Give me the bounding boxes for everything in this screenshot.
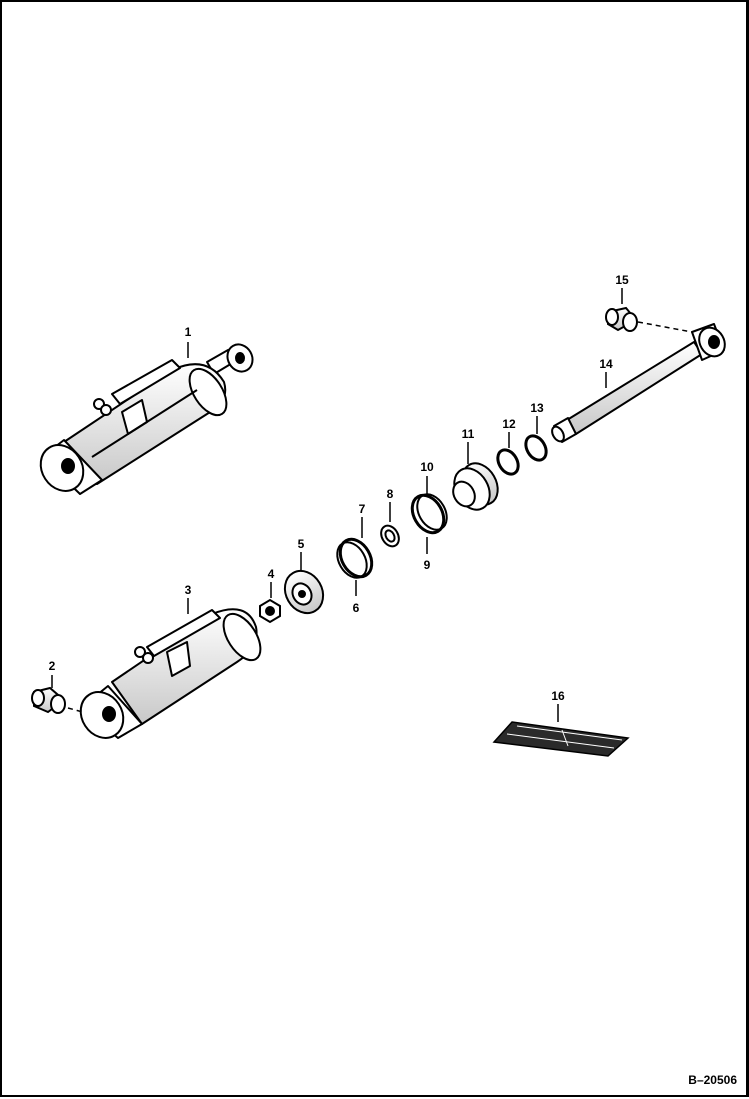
barrel-icon bbox=[79, 608, 262, 739]
callout-14: 14 bbox=[599, 357, 613, 371]
ring-icon bbox=[496, 434, 548, 476]
seal-kit-icon bbox=[492, 721, 630, 757]
callout-13: 13 bbox=[530, 401, 544, 415]
callout-10: 10 bbox=[420, 460, 434, 474]
seal-ring-icon bbox=[336, 537, 374, 579]
dashed-leader bbox=[637, 321, 693, 333]
callout-4: 4 bbox=[268, 567, 275, 581]
rod-icon bbox=[551, 323, 726, 443]
figure-number: B–20506 bbox=[688, 1073, 737, 1087]
callout-1: 1 bbox=[185, 325, 192, 339]
callout-12: 12 bbox=[502, 417, 516, 431]
bushing-icon bbox=[605, 306, 638, 332]
cylinder-assembly-icon bbox=[39, 343, 254, 495]
bushing-icon bbox=[31, 686, 66, 714]
callout-16: 16 bbox=[551, 689, 565, 703]
callout-9: 9 bbox=[424, 558, 431, 572]
small-seal-icon bbox=[380, 524, 400, 548]
callout-3: 3 bbox=[185, 583, 192, 597]
callout-5: 5 bbox=[298, 537, 305, 551]
wear-ring-icon bbox=[410, 493, 448, 535]
piston-icon bbox=[283, 569, 325, 615]
callout-2: 2 bbox=[49, 659, 56, 673]
head-icon bbox=[452, 462, 499, 511]
lock-nut-icon bbox=[259, 598, 281, 624]
callout-7: 7 bbox=[359, 502, 366, 516]
callout-11: 11 bbox=[462, 427, 475, 441]
callout-8: 8 bbox=[387, 487, 394, 501]
callout-6: 6 bbox=[353, 601, 360, 615]
callout-15: 15 bbox=[615, 273, 629, 287]
